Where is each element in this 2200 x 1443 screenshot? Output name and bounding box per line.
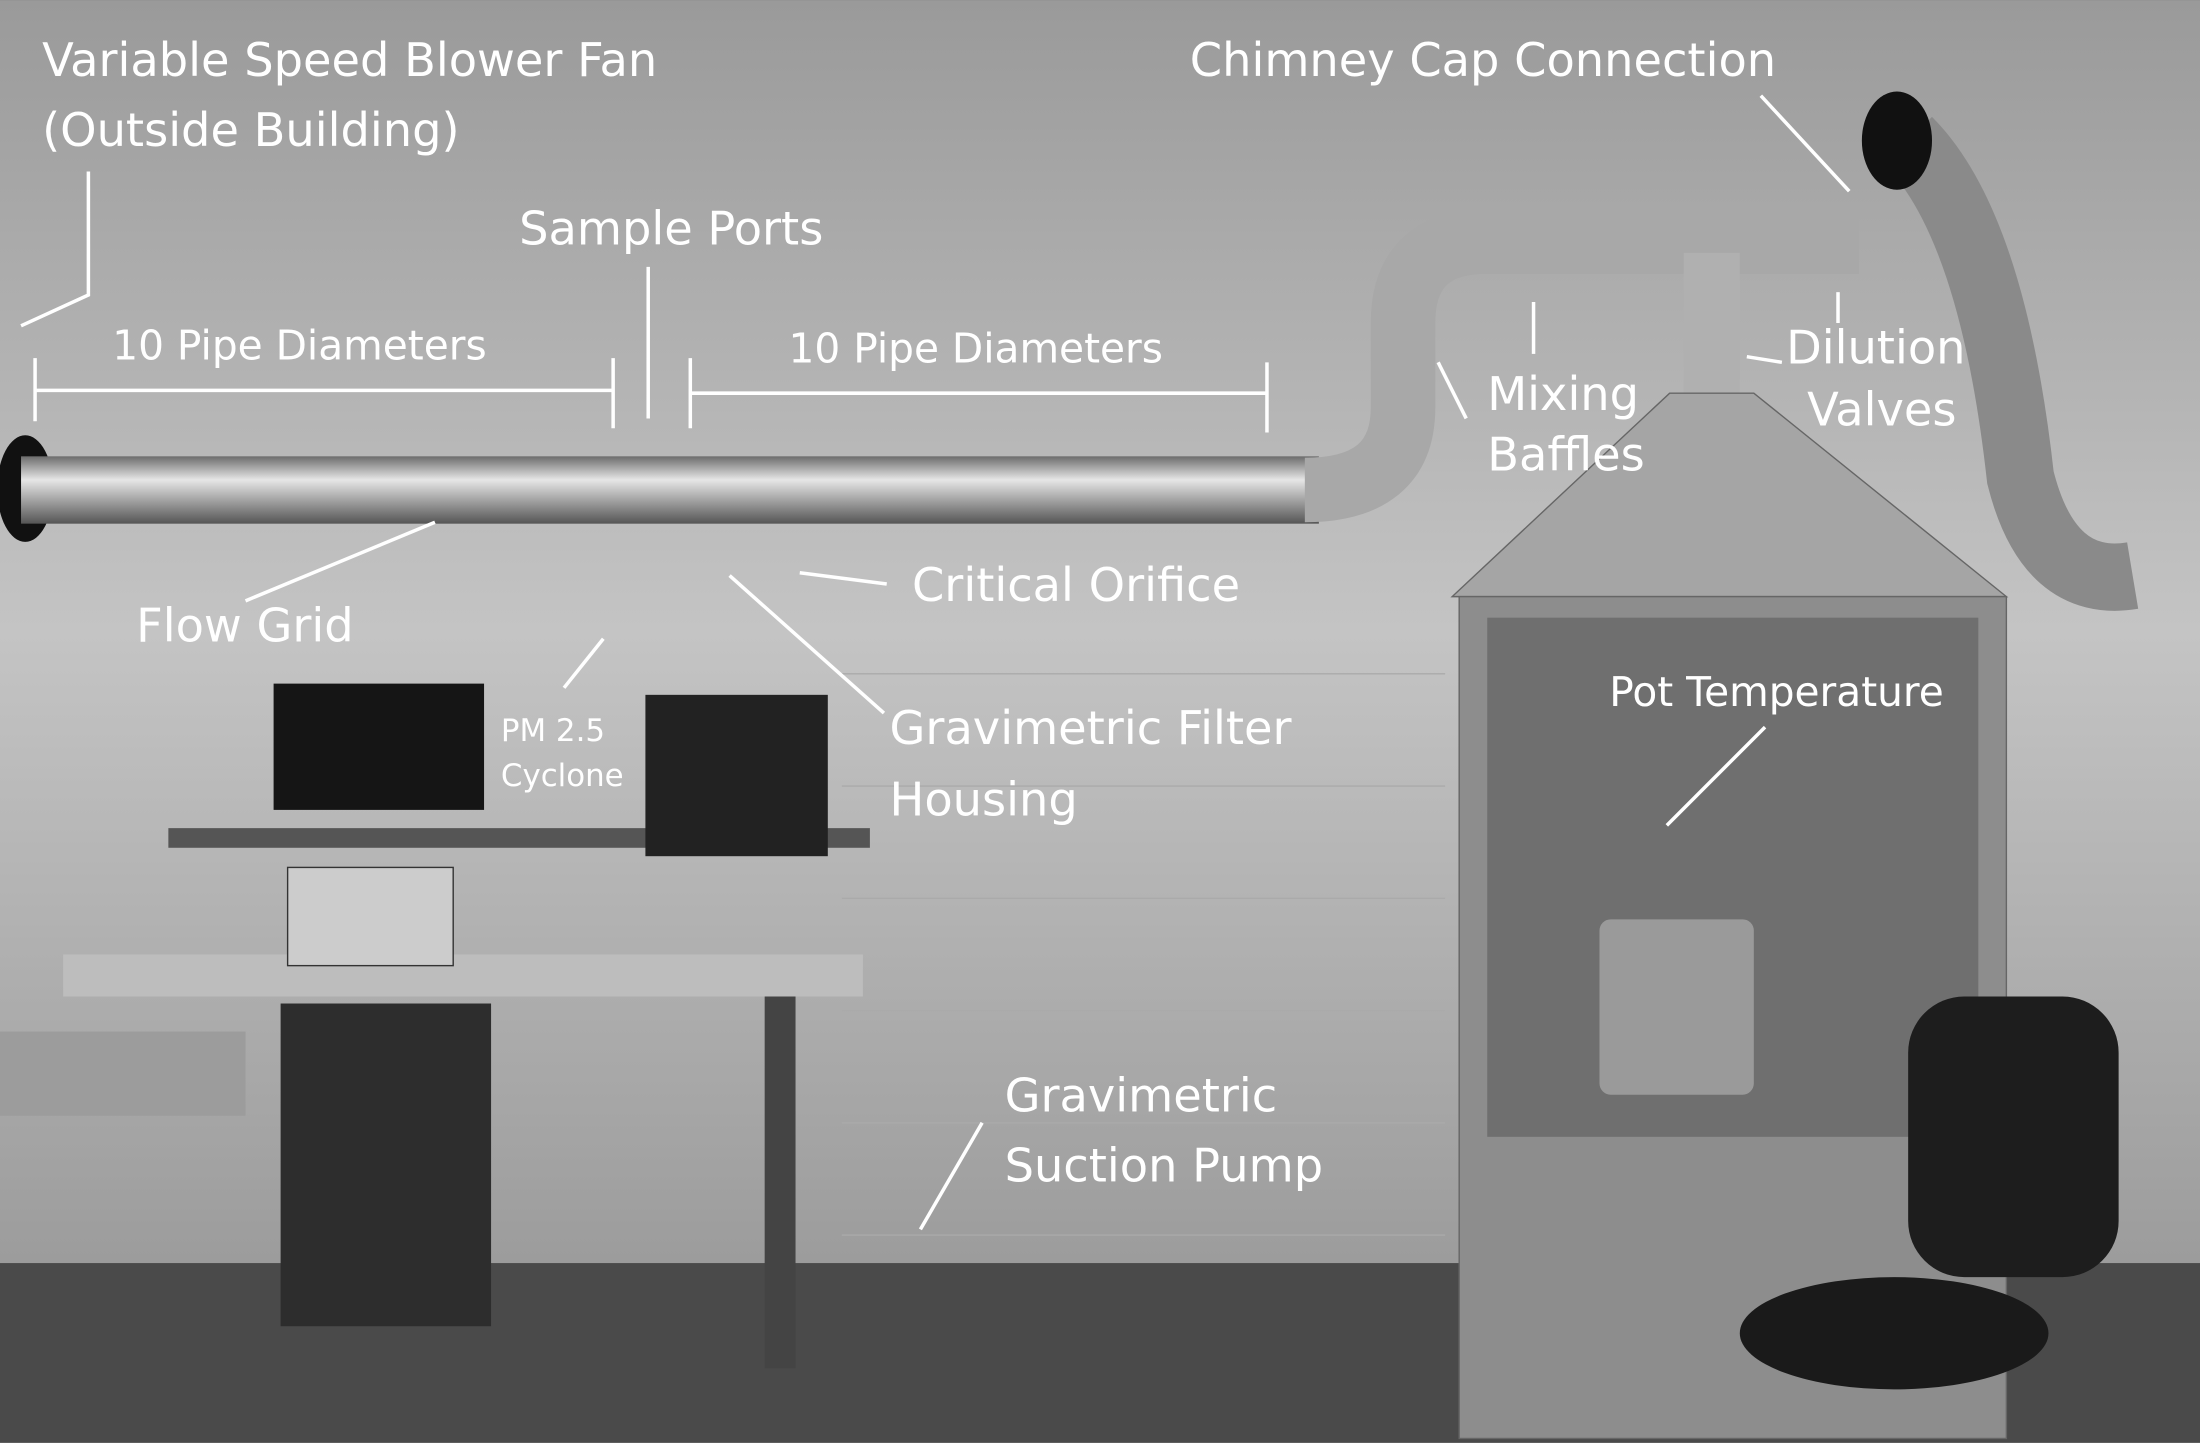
label-pipe-diameters-right: 10 Pipe Diameters bbox=[789, 324, 1163, 372]
label-flow-grid: Flow Grid bbox=[136, 599, 354, 653]
label-cyclone-line2: Cyclone bbox=[501, 758, 624, 794]
label-blower-fan-line1: Variable Speed Blower Fan bbox=[42, 33, 657, 87]
duct-pipe bbox=[0, 91, 2139, 611]
label-dilution-valves-line1: Dilution bbox=[1786, 321, 1965, 375]
wall-blocks bbox=[841, 673, 1446, 1236]
label-mixing-baffles-line2: Baffles bbox=[1487, 427, 1645, 481]
label-filter-housing-line1: Gravimetric Filter bbox=[890, 701, 1293, 755]
chair bbox=[1739, 996, 2119, 1390]
fume-hood bbox=[1450, 392, 2009, 1440]
label-suction-pump-line1: Gravimetric bbox=[1005, 1069, 1278, 1123]
label-dilution-valves-line2: Valves bbox=[1807, 382, 1956, 436]
dimension-line-left bbox=[33, 358, 615, 429]
label-cyclone-line1: PM 2.5 bbox=[501, 713, 605, 749]
label-critical-orifice: Critical Orifice bbox=[912, 558, 1240, 612]
label-pot-temperature: Pot Temperature bbox=[1609, 668, 1943, 716]
label-chimney-cap: Chimney Cap Connection bbox=[1190, 33, 1776, 87]
label-sample-ports: Sample Ports bbox=[519, 201, 823, 255]
label-pipe-diameters-left: 10 Pipe Diameters bbox=[112, 322, 486, 370]
label-suction-pump-line2: Suction Pump bbox=[1005, 1139, 1324, 1193]
annotation-arrows bbox=[20, 94, 1851, 1231]
dimension-line-right bbox=[688, 358, 1269, 433]
label-blower-fan-line2: (Outside Building) bbox=[42, 103, 459, 157]
left-table bbox=[0, 1031, 246, 1116]
workbench bbox=[63, 683, 870, 1369]
label-filter-housing-line2: Housing bbox=[890, 773, 1078, 827]
label-mixing-baffles-line1: Mixing bbox=[1487, 367, 1639, 421]
